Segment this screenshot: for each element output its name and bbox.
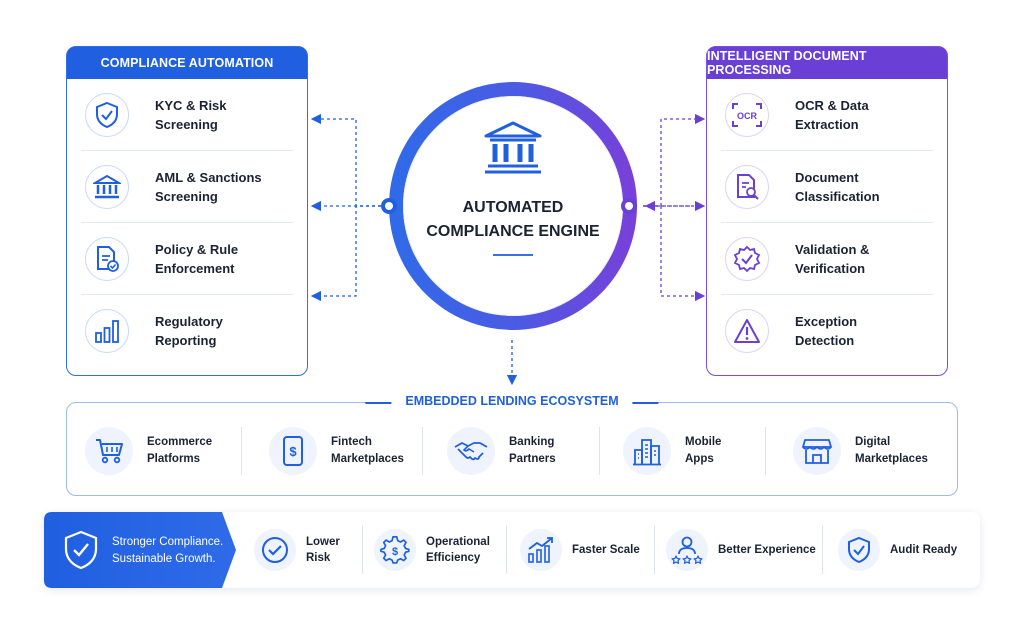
connector-left-top xyxy=(310,113,381,207)
benefit-faster-scale: Faster Scale xyxy=(520,526,640,574)
svg-text:$: $ xyxy=(289,444,297,459)
list-item-classification: Document Classification xyxy=(721,151,933,223)
ecosystem-item-ecommerce: Ecommerce Platforms xyxy=(85,423,212,479)
bank-icon xyxy=(85,164,129,209)
buildings-icon xyxy=(623,427,671,475)
divider xyxy=(422,427,423,475)
warning-icon xyxy=(725,309,769,353)
connector-right-top xyxy=(643,113,706,207)
ecosystem-title: EMBEDDED LENDING ECOSYSTEM xyxy=(365,394,659,408)
list-item-ocr: OCR OCR & Data Extraction xyxy=(721,79,933,151)
divider xyxy=(654,526,655,574)
ocr-icon-text: OCR xyxy=(737,111,758,121)
growth-chart-icon xyxy=(520,529,562,571)
gear-dollar-icon: $ xyxy=(374,529,416,571)
document-processing-panel: INTELLIGENT DOCUMENT PROCESSING OCR OCR … xyxy=(706,46,948,376)
connector-dot-left xyxy=(381,198,397,214)
item-label: Lower Risk xyxy=(306,536,340,564)
benefits-banner xyxy=(44,512,236,588)
item-label: Policy & Rule Enforcement xyxy=(155,241,239,276)
item-label: AML & Sanctions Screening xyxy=(155,169,262,204)
item-label: Operational Efficiency xyxy=(426,536,490,564)
connector-left-bottom xyxy=(310,205,381,302)
document-processing-title: INTELLIGENT DOCUMENT PROCESSING xyxy=(707,47,947,79)
handshake-icon xyxy=(447,427,495,475)
item-label: Ecommerce Platforms xyxy=(147,436,213,465)
item-label: KYC & Risk Screening xyxy=(155,97,227,132)
benefit-better-experience: Better Experience xyxy=(666,526,816,574)
item-label: Banking Partners xyxy=(509,436,556,465)
list-item-policy: Policy & Rule Enforcement xyxy=(81,223,293,295)
bar-chart-icon xyxy=(85,309,129,353)
divider xyxy=(241,427,242,475)
benefit-lower-risk: Lower Risk xyxy=(254,526,340,574)
ecosystem-item-digital-marketplaces: Digital Marketplaces xyxy=(793,423,928,479)
badge-check-icon xyxy=(725,236,769,281)
engine-underline xyxy=(493,254,533,256)
ecosystem-item-mobile-apps: Mobile Apps xyxy=(623,423,721,479)
bank-icon xyxy=(484,121,542,174)
document-search-icon xyxy=(725,164,769,209)
ecosystem-item-banking: Banking Partners xyxy=(447,423,556,479)
mobile-dollar-icon: $ xyxy=(269,427,317,475)
item-label: Digital Marketplaces xyxy=(855,436,928,465)
document-check-icon xyxy=(85,236,129,281)
connector-right-bottom xyxy=(643,205,706,302)
shopping-cart-icon xyxy=(85,427,133,475)
item-label: Faster Scale xyxy=(572,544,640,556)
list-item-validation: Validation & Verification xyxy=(721,223,933,295)
divider xyxy=(822,526,823,574)
divider xyxy=(362,526,363,574)
engine-title: AUTOMATED COMPLIANCE ENGINE xyxy=(426,199,600,240)
benefits-bar: Stronger Compliance. Sustainable Growth.… xyxy=(44,512,980,588)
benefit-operational-efficiency: $ Operational Efficiency xyxy=(374,526,490,574)
item-label: Better Experience xyxy=(718,544,816,556)
item-label: Fintech Marketplaces xyxy=(331,436,404,465)
user-stars-icon xyxy=(666,529,708,571)
list-item-aml: AML & Sanctions Screening xyxy=(81,151,293,223)
list-item-kyc: KYC & Risk Screening xyxy=(81,79,293,151)
ocr-scan-icon: OCR xyxy=(725,92,769,137)
list-item-reporting: Regulatory Reporting xyxy=(81,295,293,367)
item-label: OCR & Data Extraction xyxy=(795,97,869,132)
shield-check-icon xyxy=(64,530,98,570)
shield-check-icon xyxy=(838,529,880,571)
ecosystem-panel: EMBEDDED LENDING ECOSYSTEM Ecommerce Pla… xyxy=(66,394,958,496)
compliance-automation-panel: COMPLIANCE AUTOMATION KYC & Risk Screeni… xyxy=(66,46,308,376)
compliance-engine: AUTOMATED COMPLIANCE ENGINE xyxy=(389,82,637,330)
item-label: Mobile Apps xyxy=(685,436,722,465)
compliance-automation-title: COMPLIANCE AUTOMATION xyxy=(67,47,307,79)
connector-dot-right xyxy=(621,198,637,214)
divider xyxy=(765,427,766,475)
item-label: Audit Ready xyxy=(890,544,958,556)
shield-check-icon xyxy=(85,92,129,137)
divider xyxy=(599,427,600,475)
item-label: Validation & Verification xyxy=(795,241,870,276)
benefit-audit-ready: Audit Ready xyxy=(838,526,957,574)
ecosystem-item-fintech: $ Fintech Marketplaces xyxy=(269,423,404,479)
benefits-banner-text: Stronger Compliance. Sustainable Growth. xyxy=(112,536,224,565)
item-label: Document Classification xyxy=(795,169,880,204)
item-label: Regulatory Reporting xyxy=(155,314,223,348)
storefront-icon xyxy=(793,427,841,475)
check-circle-icon xyxy=(254,529,296,571)
list-item-exception: Exception Detection xyxy=(721,295,933,367)
divider xyxy=(506,526,507,574)
svg-text:$: $ xyxy=(392,546,398,558)
item-label: Exception Detection xyxy=(795,314,858,348)
